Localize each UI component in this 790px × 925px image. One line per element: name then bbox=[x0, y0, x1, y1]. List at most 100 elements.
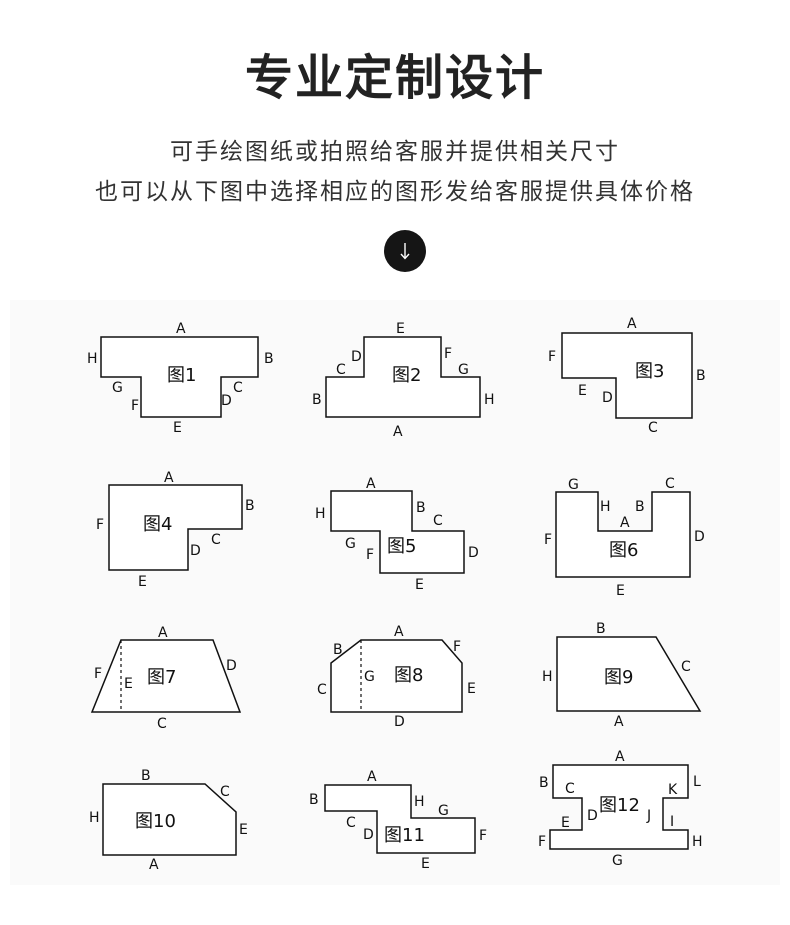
shape-12-edge-b: B bbox=[539, 775, 549, 791]
shape-6-edge-e: E bbox=[616, 583, 625, 599]
shape-6[interactable]: 图6 A B C D E F G H bbox=[544, 476, 705, 599]
shape-7-edge-d: D bbox=[226, 658, 237, 674]
shape-1-edge-h: H bbox=[87, 351, 98, 367]
shape-2-edge-a: A bbox=[393, 424, 403, 440]
shape-9[interactable]: 图9 A B C H bbox=[542, 621, 702, 730]
shape-12-edge-i: I bbox=[670, 814, 674, 830]
arrow-down-icon bbox=[400, 243, 410, 260]
shape-12-edge-j: J bbox=[646, 808, 651, 824]
shape-9-title: 图9 bbox=[604, 667, 633, 688]
shape-1-edge-d: D bbox=[221, 393, 232, 409]
shape-12-edge-a: A bbox=[615, 749, 625, 765]
shape-6-edge-f: F bbox=[544, 532, 552, 548]
scroll-down-button[interactable] bbox=[384, 230, 426, 272]
shape-2-edge-e: E bbox=[396, 321, 405, 337]
shape-5-edge-c: C bbox=[433, 513, 443, 529]
shape-5-title: 图5 bbox=[387, 536, 416, 557]
shape-7-edge-f: F bbox=[94, 666, 102, 682]
shape-6-edge-b: B bbox=[635, 499, 645, 515]
shape-4[interactable]: 图4 A B C D E F bbox=[96, 470, 255, 590]
shape-1-edge-a: A bbox=[176, 321, 186, 337]
shape-12-edge-f: F bbox=[538, 834, 546, 850]
subtitle-line-2: 也可以从下图中选择相应的图形发给客服提供具体价格 bbox=[95, 179, 695, 205]
shape-12[interactable]: 图12 A B C D E F G H I J K L bbox=[538, 749, 703, 869]
shape-9-edge-h: H bbox=[542, 669, 553, 685]
shape-3-title: 图3 bbox=[635, 361, 664, 382]
shape-10-edge-b: B bbox=[141, 768, 151, 784]
shape-1-edge-f: F bbox=[131, 398, 139, 414]
shape-6-edge-c: C bbox=[665, 476, 675, 492]
shape-2-edge-d: D bbox=[351, 349, 362, 365]
shape-12-edge-g: G bbox=[612, 853, 623, 869]
shape-7[interactable]: 图7 A C D E F bbox=[90, 625, 242, 732]
shape-1[interactable]: 图1 A B C D E F G H bbox=[87, 321, 274, 436]
shape-11[interactable]: 图11 A B C D E F G H bbox=[309, 769, 487, 872]
shape-7-title: 图7 bbox=[147, 667, 176, 688]
shape-12-edge-l: L bbox=[693, 774, 701, 790]
shape-11-edge-b: B bbox=[309, 792, 319, 808]
shape-12-edge-d: D bbox=[587, 808, 598, 824]
shape-5-edge-e: E bbox=[415, 577, 424, 593]
shape-1-title: 图1 bbox=[167, 365, 196, 386]
shape-10-edge-c: C bbox=[220, 784, 230, 800]
shape-8-edge-g: G bbox=[364, 669, 375, 685]
shape-4-edge-c: C bbox=[211, 532, 221, 548]
shape-10-edge-e: E bbox=[239, 822, 248, 838]
shape-3-edge-b: B bbox=[696, 368, 706, 384]
shape-8-edge-b: B bbox=[333, 642, 343, 658]
shape-6-edge-d: D bbox=[694, 529, 705, 545]
shape-7-edge-e: E bbox=[124, 676, 133, 692]
shape-6-edge-g: G bbox=[568, 477, 579, 493]
shape-2-edge-f: F bbox=[444, 346, 452, 362]
shape-2-edge-c: C bbox=[336, 362, 346, 378]
shape-4-edge-e: E bbox=[138, 574, 147, 590]
shape-3-edge-f: F bbox=[548, 349, 556, 365]
shape-10[interactable]: 图10 A B C E H bbox=[89, 768, 248, 873]
shape-10-title: 图10 bbox=[135, 811, 176, 832]
shape-3[interactable]: 图3 A B C D E F bbox=[548, 316, 706, 436]
shape-12-title: 图12 bbox=[599, 795, 640, 816]
shape-11-edge-c: C bbox=[346, 815, 356, 831]
shape-11-edge-e: E bbox=[421, 856, 430, 872]
shape-5[interactable]: 图5 A B C D E F G H bbox=[315, 476, 479, 593]
shape-6-edge-h: H bbox=[600, 499, 611, 515]
shape-1-edge-e: E bbox=[173, 420, 182, 436]
shape-1-edge-g: G bbox=[112, 380, 123, 396]
shape-5-edge-h: H bbox=[315, 506, 326, 522]
shape-11-edge-a: A bbox=[367, 769, 377, 785]
shape-10-edge-h: H bbox=[89, 810, 100, 826]
shape-1-edge-c: C bbox=[233, 380, 243, 396]
shape-12-edge-k: K bbox=[668, 782, 678, 798]
shape-8-title: 图8 bbox=[394, 665, 423, 686]
subtitle-line-1: 可手绘图纸或拍照给客服并提供相关尺寸 bbox=[170, 139, 620, 165]
shape-11-title: 图11 bbox=[384, 825, 425, 846]
shape-2-edge-b: B bbox=[312, 392, 322, 408]
shape-4-edge-f: F bbox=[96, 517, 104, 533]
shape-2-title: 图2 bbox=[392, 365, 421, 386]
shape-11-edge-g: G bbox=[438, 803, 449, 819]
shape-12-edge-c: C bbox=[565, 781, 575, 797]
shape-9-edge-a: A bbox=[614, 714, 624, 730]
shape-5-edge-g: G bbox=[345, 536, 356, 552]
shape-8[interactable]: 图8 A B C D E F G bbox=[317, 624, 476, 730]
shape-9-edge-c: C bbox=[681, 659, 691, 675]
shape-6-edge-a: A bbox=[620, 515, 630, 531]
shape-1-edge-b: B bbox=[264, 351, 274, 367]
shape-2-edge-g: G bbox=[458, 362, 469, 378]
shape-5-edge-a: A bbox=[366, 476, 376, 492]
shape-4-edge-a: A bbox=[164, 470, 174, 486]
shape-11-edge-d: D bbox=[363, 827, 374, 843]
shape-2-edge-h: H bbox=[484, 392, 495, 408]
shape-4-title: 图4 bbox=[143, 514, 172, 535]
shape-5-edge-b: B bbox=[416, 500, 426, 516]
shape-3-edge-a: A bbox=[627, 316, 637, 332]
shape-3-edge-c: C bbox=[648, 420, 658, 436]
shape-3-edge-d: D bbox=[602, 390, 613, 406]
shape-12-edge-e: E bbox=[561, 815, 570, 831]
shape-9-edge-b: B bbox=[596, 621, 606, 637]
shape-5-edge-d: D bbox=[468, 545, 479, 561]
shape-7-edge-c: C bbox=[157, 716, 167, 732]
shape-8-edge-f: F bbox=[453, 639, 461, 655]
shape-2[interactable]: 图2 A B C D E F G H bbox=[312, 321, 495, 440]
